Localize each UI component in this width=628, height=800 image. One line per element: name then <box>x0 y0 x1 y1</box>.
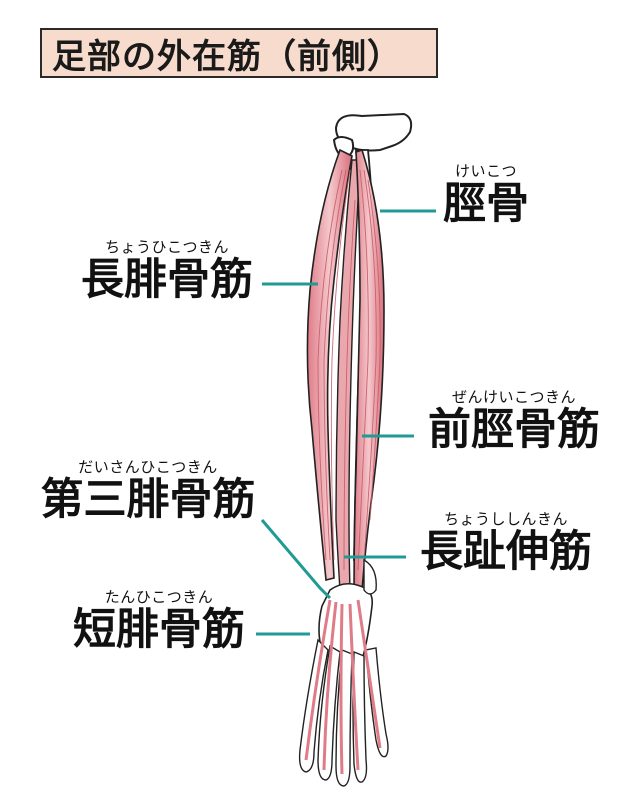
name-peroneus-tertius: 第三腓骨筋 <box>40 475 256 525</box>
diagram-title: 足部の外在筋（前側） <box>52 36 402 77</box>
ruby-tibia: けいこつ <box>454 162 517 180</box>
title-box: 足部の外在筋（前側） <box>40 28 438 78</box>
name-tibialis-anterior: 前脛骨筋 <box>428 405 600 455</box>
name-ext-digitorum-longus: 長趾伸筋 <box>420 527 592 577</box>
ruby-peroneus-longus: ちょうひこつきん <box>104 238 229 256</box>
name-tibia: 脛骨 <box>443 179 529 229</box>
ruby-peroneus-tertius: だいさんひこつきん <box>78 458 218 476</box>
label-tibialis-anterior: ぜんけいこつきん 前脛骨筋 <box>416 386 612 453</box>
toe-tendons <box>304 599 382 775</box>
leader-peroneus-tertius <box>260 519 332 600</box>
peroneus-longus-muscle <box>306 148 353 582</box>
label-peroneus-tertius: だいさんひこつきん 第三腓骨筋 <box>30 456 266 523</box>
ruby-peroneus-brevis: たんひこつきん <box>104 588 214 606</box>
label-tibia: けいこつ 脛骨 <box>440 160 532 227</box>
label-peroneus-brevis: たんひこつきん 短腓骨筋 <box>64 586 254 653</box>
leader-lines <box>256 209 436 636</box>
label-peroneus-longus: ちょうひこつきん 長腓骨筋 <box>72 236 262 303</box>
name-peroneus-brevis: 短腓骨筋 <box>73 605 245 655</box>
name-peroneus-longus: 長腓骨筋 <box>81 255 253 305</box>
muscle-fibers <box>317 169 381 571</box>
ruby-ext-digitorum-longus: ちょうししんきん <box>443 510 568 528</box>
malleolus <box>363 558 377 595</box>
label-ext-digitorum-longus: ちょうししんきん 長趾伸筋 <box>408 508 604 575</box>
ruby-tibialis-anterior: ぜんけいこつきん <box>451 388 576 406</box>
